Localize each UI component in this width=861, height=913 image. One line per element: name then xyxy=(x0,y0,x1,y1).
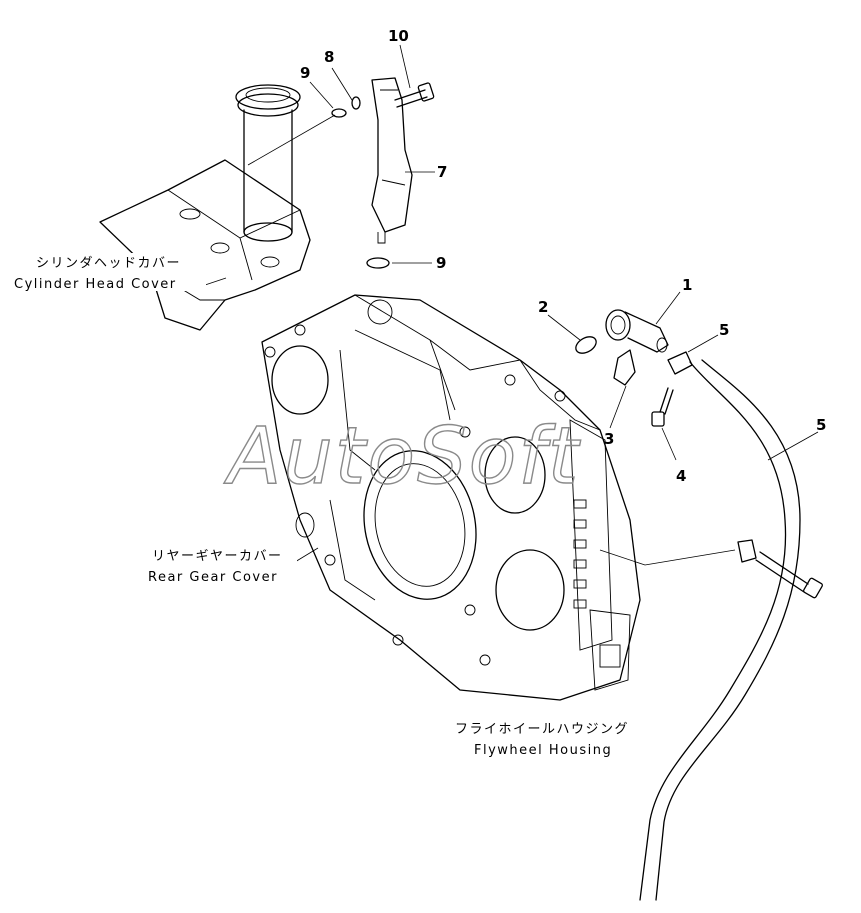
gasket-2 xyxy=(575,336,597,354)
callout-7: 7 xyxy=(437,163,447,181)
bolt-4 xyxy=(651,387,674,427)
label-flywheel-housing-jp: フライホイールハウジング xyxy=(455,722,629,737)
label-cylinder-head-cover-jp: シリンダヘッドカバー xyxy=(36,256,181,271)
component-labels: シリンダヘッドカバー Cylinder Head Cover リヤーギヤーカバー… xyxy=(14,253,645,758)
label-rear-gear-cover-jp: リヤーギヤーカバー xyxy=(152,549,283,564)
o-ring-9-lower xyxy=(366,257,390,269)
bolt-10 xyxy=(394,82,435,108)
callout-1: 1 xyxy=(682,276,692,294)
clip-6 xyxy=(667,351,693,375)
callout-4: 4 xyxy=(676,467,686,485)
callout-8: 8 xyxy=(324,48,334,66)
watermark-text: AutoSoft xyxy=(223,412,581,502)
seal-ring-8 xyxy=(351,96,361,110)
callout-6: 5 xyxy=(719,321,729,339)
flywheel-housing xyxy=(261,294,641,701)
breather-pipe xyxy=(371,77,413,244)
elbow-fitting-1 xyxy=(605,309,669,353)
o-ring-9-upper xyxy=(331,108,347,118)
callout-9-upper: 9 xyxy=(300,64,310,82)
leader-lines xyxy=(204,44,819,566)
callout-2: 2 xyxy=(538,298,548,316)
callout-10: 10 xyxy=(388,27,409,45)
label-cylinder-head-cover-en: Cylinder Head Cover xyxy=(14,277,177,292)
callout-5: 5 xyxy=(816,416,826,434)
bracket-3 xyxy=(613,349,636,386)
cylinder-head-cover xyxy=(99,84,311,331)
label-flywheel-housing-en: Flywheel Housing xyxy=(474,743,612,758)
label-rear-gear-cover-en: Rear Gear Cover xyxy=(148,570,278,585)
breather-hose-5 xyxy=(639,359,823,901)
callout-3: 3 xyxy=(604,430,614,448)
callout-numbers: 10 8 9 7 9 2 1 5 3 4 5 xyxy=(300,27,826,485)
callout-9-lower: 9 xyxy=(436,254,446,272)
